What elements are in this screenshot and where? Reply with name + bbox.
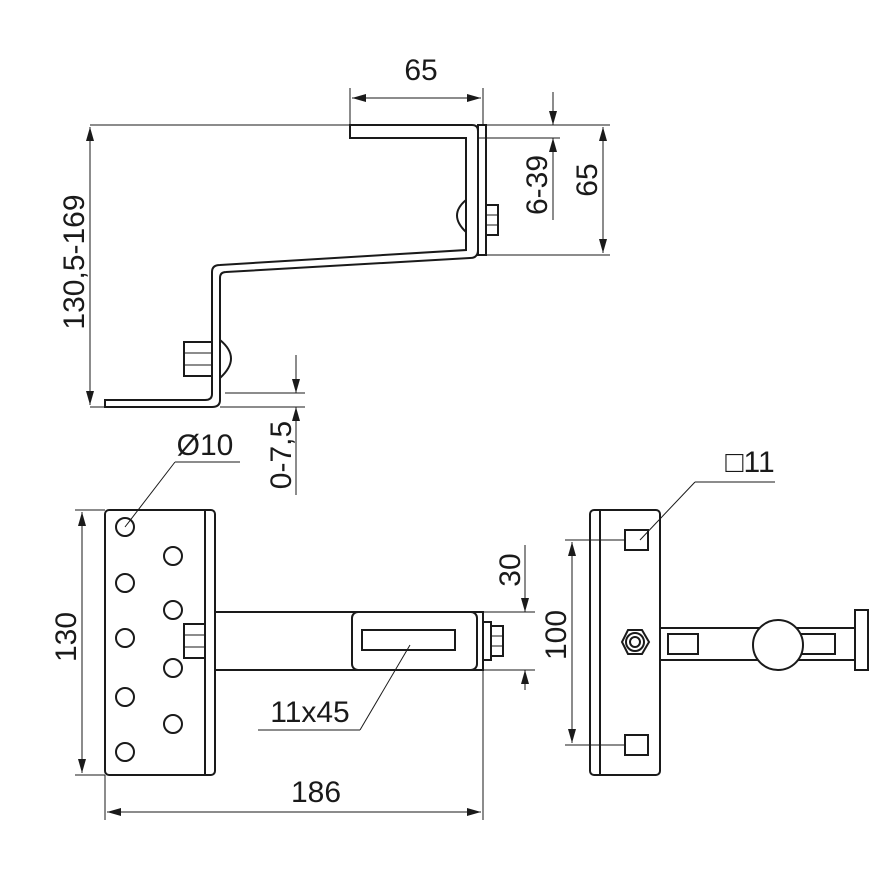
dim-top-width: 65 [404,54,437,87]
side-view-bracket [104,124,499,408]
dim-adjust-range: 6-39 [521,155,554,215]
front-view-dimensions: Ø10 130 30 11x45 186 [50,429,535,820]
dim-right-height: 65 [571,163,604,196]
dim-arm-width: 30 [494,553,527,586]
dim-hole-diameter: Ø10 [177,429,234,462]
front-nut-right [490,625,504,657]
front-nut-left [183,623,206,659]
dim-bottom-offset: 0-7,5 [265,421,298,489]
dim-total-length: 186 [291,776,341,809]
dim-square-hole: □11 [725,446,774,479]
right-nut [485,204,499,236]
end-view-dimensions: □11 100 [540,446,775,746]
end-view [589,509,869,776]
dim-total-height: 130,5-169 [58,194,91,329]
base-plate [104,509,216,776]
dim-plate-height: 130 [50,612,83,662]
right-dome-head [456,197,467,235]
dim-slot-size: 11x45 [270,696,350,729]
left-nut [183,341,213,377]
slot [361,629,456,651]
dome-head [752,619,804,671]
side-view-dimensions: 65 130,5-169 6-39 65 0-7,5 [58,54,610,495]
front-view [104,509,504,776]
slot-plate [351,611,478,671]
mounting-holes [115,517,183,762]
dim-square-spacing: 100 [540,610,573,660]
left-dome-head [219,337,232,381]
